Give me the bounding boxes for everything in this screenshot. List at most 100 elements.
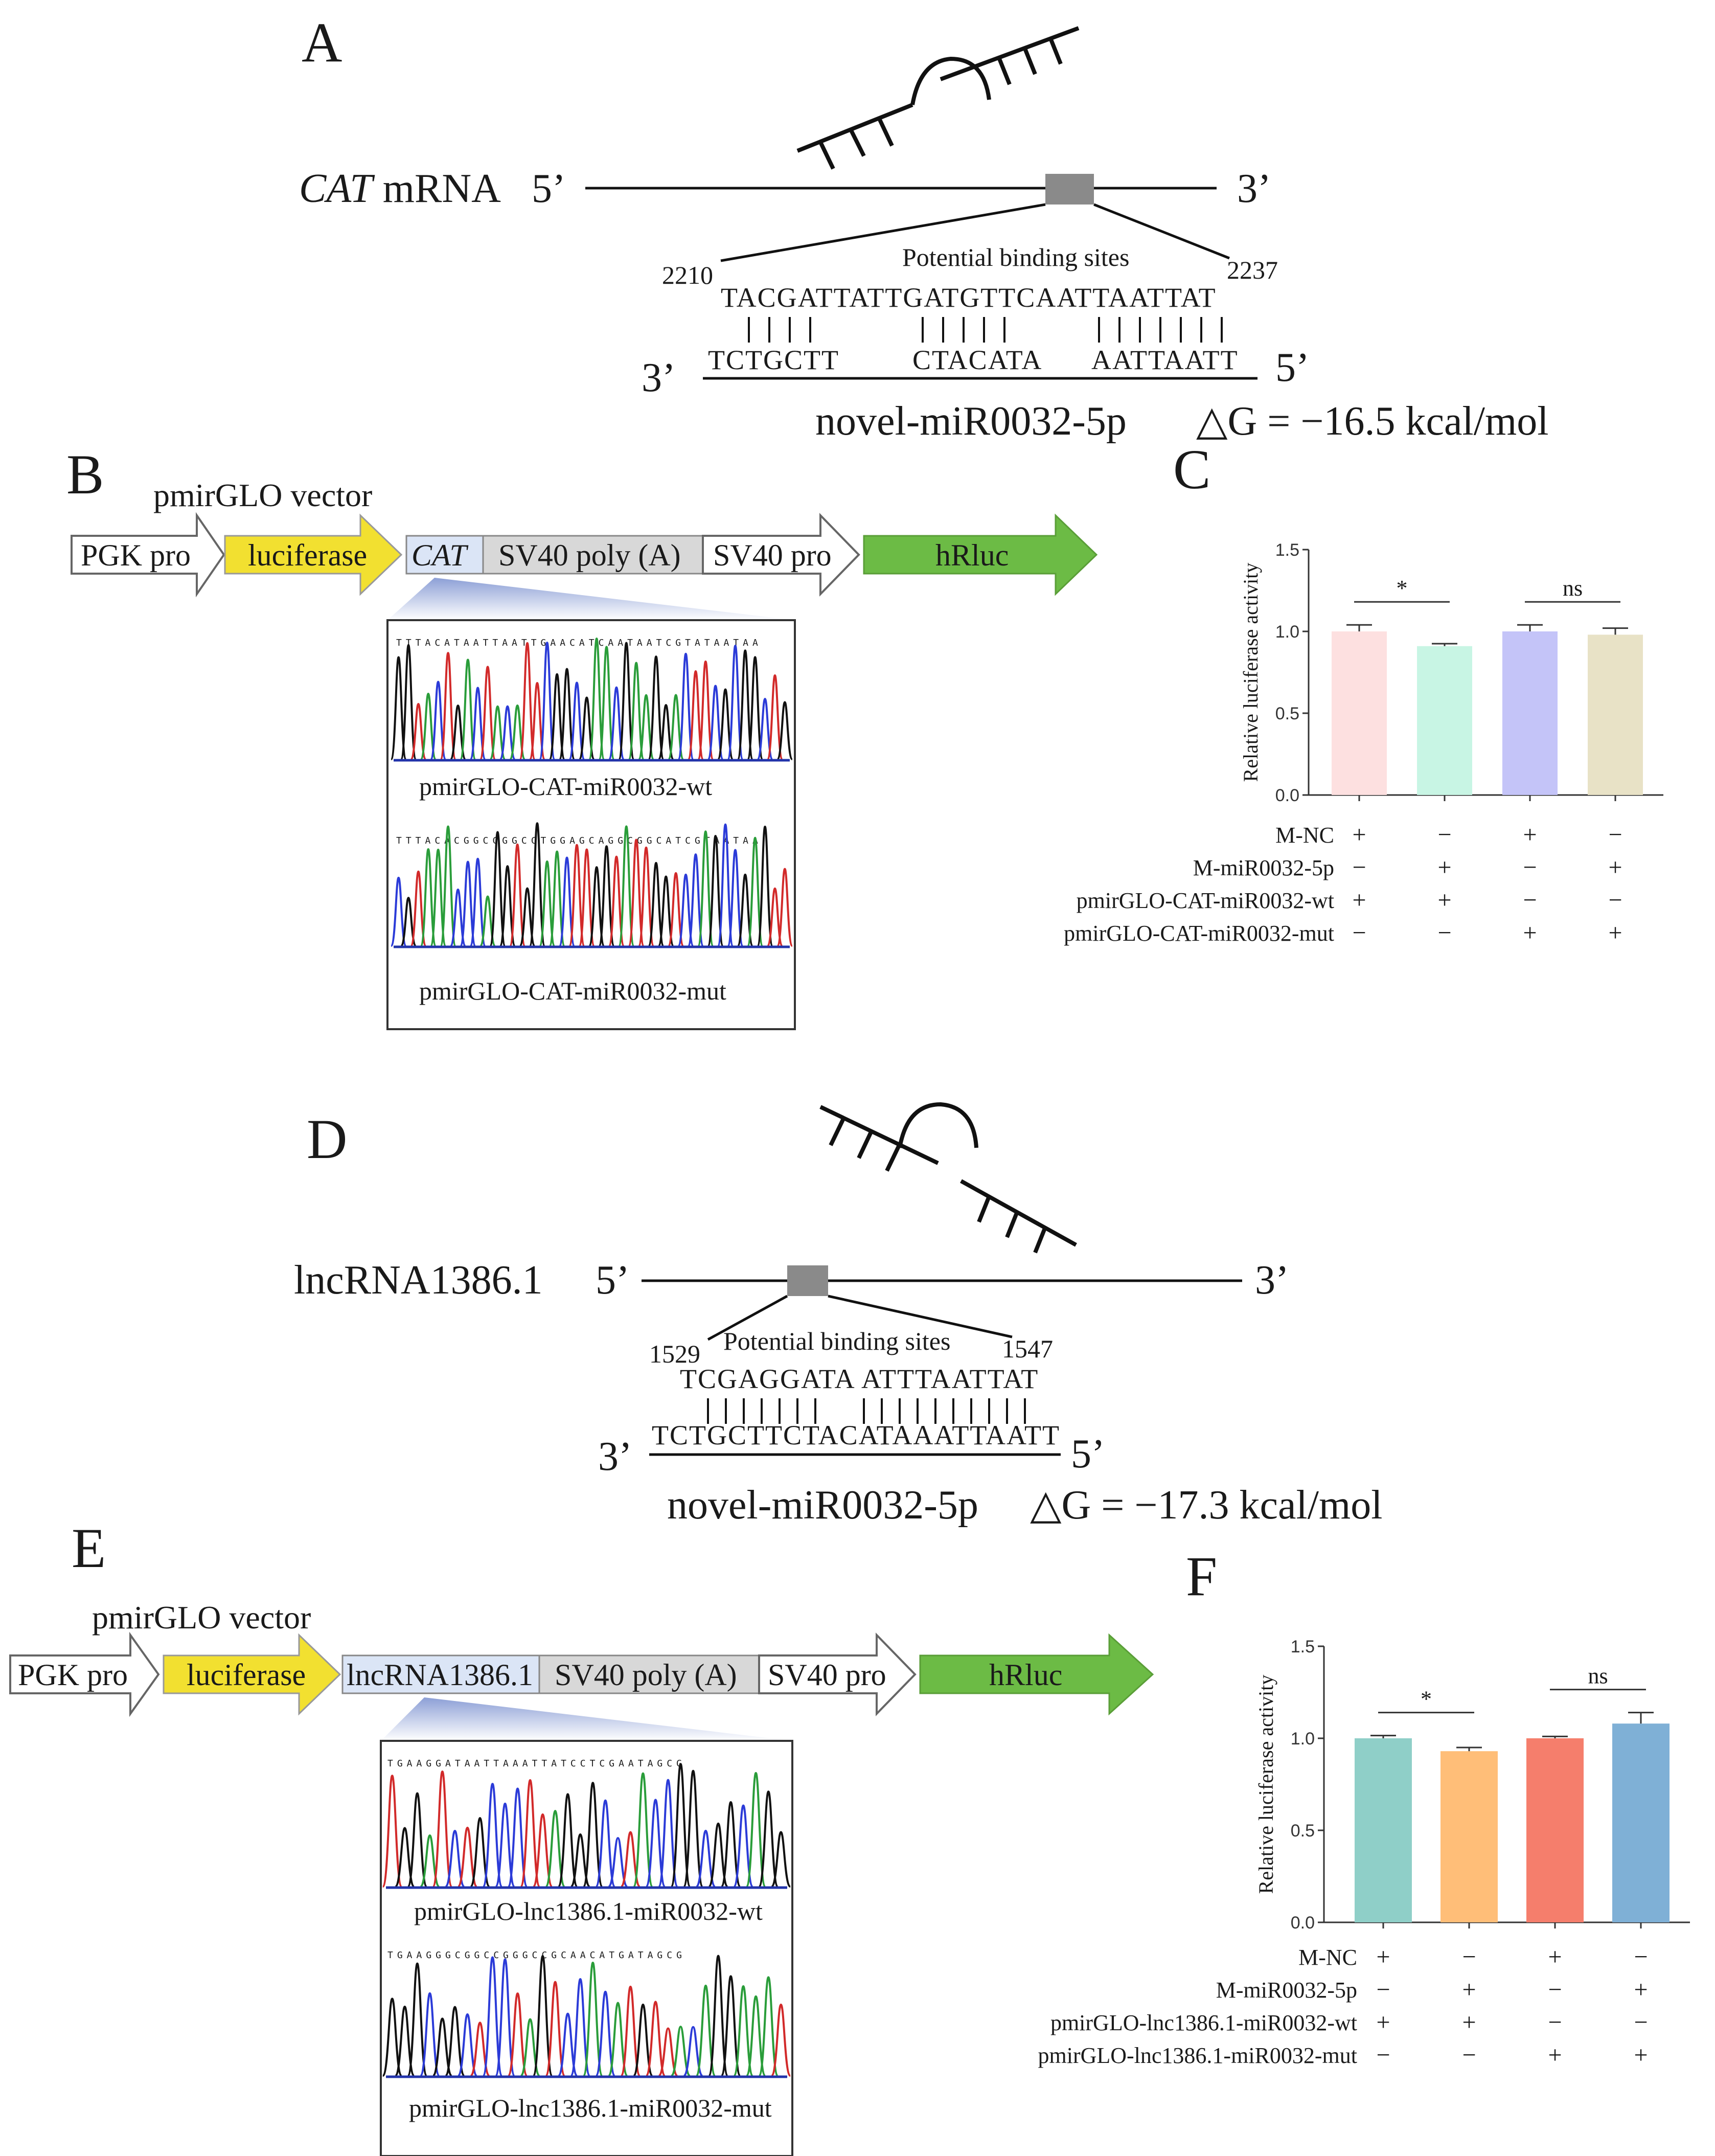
chromatogram-peak [618,825,635,947]
significance-label: * [1397,576,1408,601]
binding-site-box-d [787,1265,828,1296]
condition-sign: − [1376,2041,1390,2069]
chromatogram-peak [440,652,457,760]
pgk-label: PGK pro [81,538,191,572]
chromatogram-peak [594,1799,616,1888]
condition-sign: + [1634,1976,1648,2003]
chromatogram-peak [758,1976,779,2077]
mirna-sequence-d: TCTGCTTCTACATAAATTAATT [652,1420,1060,1450]
chromatogram-peak [677,652,695,760]
mirna-five-prime: 5’ [1275,345,1310,390]
chromatogram-peak [489,705,506,760]
chromatogram-peak [469,687,487,760]
chromatogram-peak [469,1817,491,1888]
zoom-line-right [1093,203,1230,260]
panel-a: A CAT mRNA 5’ 3’ 2210 Potential binding … [299,11,1548,444]
chromatogram-peak [657,704,675,760]
pgk-promoter-arrow [71,512,225,598]
chromatogram-peak [687,670,704,760]
panel-b: B pmirGLO vector PGK pro luciferase CAT … [66,443,1098,1030]
chromatogram-peak [507,1992,528,2077]
chromatogram-peak [717,823,734,947]
hrluc-label: hRluc [935,538,1009,572]
chromatogram-peak [419,1992,441,2077]
hrluc-arrow [863,513,1098,596]
chromatogram-peak [538,860,556,947]
chromatogram-peak [687,853,704,947]
chromatogram-peak [677,873,695,947]
panel-e: E pmirGLO vector PGK pro luciferase lncR… [9,1517,1154,2156]
chromatogram-peak [726,645,744,760]
chromatogram-peak [588,866,605,947]
start-position: 2210 [662,261,713,289]
chromatogram-peak [582,1782,604,1888]
chromatogram-peak [737,649,754,760]
condition-sign: + [1608,919,1622,946]
condition-sign: − [1608,887,1622,914]
delta-g: △G = −16.5 kcal/mol [1196,399,1548,444]
chromatogram-peak [406,1792,428,1888]
chromatogram-peak [400,644,417,760]
wt-chromatogram-e [381,1763,792,1888]
condition-sign: + [1352,821,1366,848]
bar [1526,1738,1584,1922]
condition-sign: − [1634,1943,1648,1970]
panel-letter-b: B [66,443,104,506]
chromatogram-peak [757,825,774,947]
binding-sites-label-d: Potential binding sites [723,1327,950,1355]
chromatogram-peak [469,857,487,947]
chromatogram-peak [607,1837,629,1888]
condition-label: M-NC [1298,1945,1357,1970]
chromatogram-peak [390,656,407,760]
delta-g-d: △G = −17.3 kcal/mol [1030,1483,1382,1528]
five-prime-label-d: 5’ [596,1258,630,1303]
hrluc-label-e: hRluc [989,1658,1062,1692]
sv40-promoter-arrow-e [758,1632,917,1716]
chromatogram-peak [720,1975,741,2077]
polya-label: SV40 poly (A) [498,538,681,572]
mirna-five-prime-d: 5’ [1071,1432,1105,1477]
chromatogram-peak [746,836,764,947]
chromatogram-peak [420,693,437,760]
mut-label: pmirGLO-CAT-miR0032-mut [419,977,726,1005]
chromatogram-peak [479,666,496,760]
chromatogram-peak [568,682,585,760]
bar [1417,646,1472,795]
bar [1612,1723,1670,1922]
three-prime-label-d: 3’ [1255,1258,1289,1303]
chromatogram-peak [707,685,724,760]
chromatogram-peak [707,1955,729,2077]
lnc-insert-box [341,1654,540,1694]
y-tick-label: 1.5 [1291,1637,1315,1656]
chromatogram-peak [588,637,605,760]
chromatogram-peak [695,1829,716,1888]
condition-label: M-miR0032-5p [1216,1978,1357,2003]
y-tick-label: 1.5 [1275,540,1299,560]
chromatogram-peak [770,1831,792,1888]
panel-letter-e: E [72,1517,106,1579]
chromatogram-peak [657,1779,679,1888]
y-tick-label: 0.5 [1275,704,1299,723]
mut-base-calls-e: TGAAGGGCGGCCGGGCCGCAACATGATAGCG [387,1950,686,1961]
chromatogram-peak [607,2002,629,2077]
chromatogram-peak [582,1961,604,2077]
chromatogram-peak [628,662,645,760]
start-position-d: 1529 [649,1340,700,1368]
chromatogram-peak [594,1990,616,2077]
condition-sign: + [1376,2009,1390,2036]
significance-label: ns [1588,1664,1608,1689]
mirna-segment-2: CTACATA [912,345,1042,375]
chromatogram-peak [548,673,566,760]
chromatogram-peak [507,1787,528,1888]
chromatogram-peak [682,1769,704,1888]
luciferase-label-e: luciferase [187,1658,306,1692]
wt-base-calls-e: TGAAGGATAATTAAATTATCCTCGAATAGCG [387,1758,686,1769]
chromatogram-peak [406,1962,428,2077]
condition-sign: − [1523,854,1537,881]
chromatogram-peak [429,848,447,947]
chromatogram-peak [538,641,556,760]
wt-label-e: pmirGLO-lnc1386.1-miR0032-wt [414,1897,763,1925]
condition-sign: − [1548,2009,1562,2036]
chromatogram-peak [457,2013,478,2077]
target-segment-1-d: TCGAGGATA [680,1364,856,1394]
